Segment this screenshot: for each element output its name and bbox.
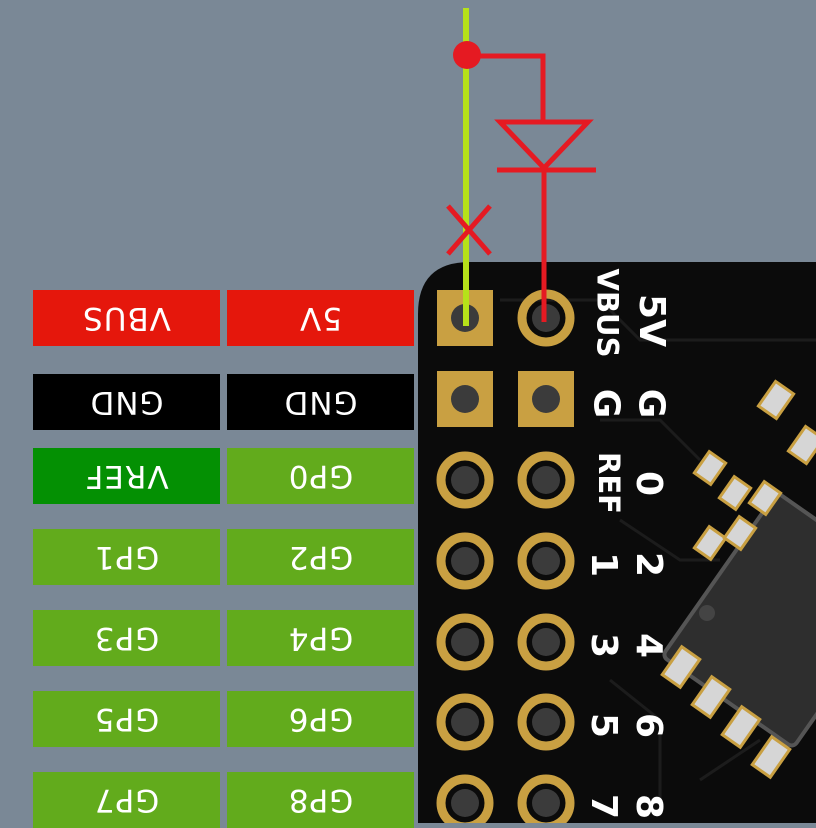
silk-6: 6: [628, 712, 670, 739]
diode-symbol: [446, 53, 596, 322]
pin-label-gp8: GP8: [227, 772, 414, 828]
silk-ref: REF: [591, 452, 626, 514]
pin-label-gnd-1: GND: [33, 374, 220, 430]
smd-components: [660, 379, 816, 780]
silk-g-inner: G: [585, 388, 627, 419]
silk-5v: 5V: [630, 294, 672, 347]
pin-label-gp1: GP1: [33, 529, 220, 585]
pin-label-gp5: GP5: [33, 691, 220, 747]
pcb-traces: [500, 298, 816, 800]
pin-label-vref: VREF: [33, 448, 220, 504]
pin-label-gp7: GP7: [33, 772, 220, 828]
pin-label-gp3: GP3: [33, 610, 220, 666]
pin-label-gp4: GP4: [227, 610, 414, 666]
silk-7: 7: [583, 793, 625, 820]
silk-g-outer: G: [630, 388, 672, 419]
pin-label-gp2: GP2: [227, 529, 414, 585]
silk-1: 1: [583, 551, 625, 578]
silk-8: 8: [628, 793, 670, 820]
junction-dot: [453, 41, 481, 69]
silk-2: 2: [628, 551, 670, 578]
pin-label-gp0: GP0: [227, 448, 414, 504]
pin-label-vbus: VBUS: [33, 290, 220, 346]
pin-label-gp6: GP6: [227, 691, 414, 747]
silk-5: 5: [583, 712, 625, 739]
silk-0: 0: [628, 470, 670, 497]
pin-label-5v: 5V: [227, 290, 414, 346]
pin-label-gnd-2: GND: [227, 374, 414, 430]
silk-3: 3: [583, 632, 625, 659]
silk-vbus: VBUS: [590, 268, 625, 358]
ic-chip: [662, 492, 816, 748]
silk-4: 4: [628, 632, 670, 659]
